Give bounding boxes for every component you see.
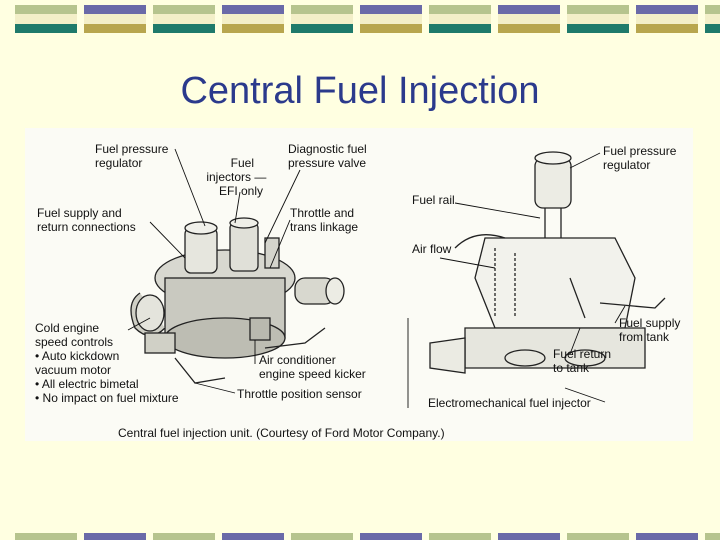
leader-lines	[127, 148, 626, 408]
cutaway-illustration	[429, 151, 666, 374]
stripe-block	[291, 5, 353, 33]
slide-title: Central Fuel Injection	[180, 70, 540, 112]
top-decorative-stripes	[0, 5, 720, 33]
label-fuel-rail: Fuel rail	[412, 193, 455, 207]
stripe-block	[153, 533, 215, 540]
stripe-block	[567, 533, 629, 540]
stripe-block	[360, 533, 422, 540]
stripe-block	[498, 533, 560, 540]
stripe-block	[498, 5, 560, 33]
label-ac-kicker: Air conditioner engine speed kicker	[259, 353, 366, 381]
label-air-flow: Air flow	[412, 242, 452, 256]
diagram-drawing: Fuel pressure regulator Fuel injectors —…	[35, 142, 684, 440]
stripe-block	[15, 533, 77, 540]
stripe-block	[705, 5, 720, 33]
fuel-injection-diagram: Fuel pressure regulator Fuel injectors —…	[25, 128, 693, 441]
label-fuel-return: Fuel return to tank	[553, 347, 614, 375]
figure-caption: Central fuel injection unit. (Courtesy o…	[118, 426, 445, 440]
label-supply-return: Fuel supply and return connections	[37, 206, 136, 234]
stripe-block	[222, 5, 284, 33]
stripe-block	[291, 533, 353, 540]
label-fuel-pressure-regulator-right: Fuel pressure regulator	[603, 144, 680, 172]
label-throttle-position-sensor: Throttle position sensor	[237, 387, 362, 401]
stripe-block	[567, 5, 629, 33]
label-electromechanical-injector: Electromechanical fuel injector	[428, 396, 591, 410]
label-fuel-pressure-regulator-left: Fuel pressure regulator	[95, 142, 172, 170]
stripe-block	[429, 533, 491, 540]
stripe-block	[153, 5, 215, 33]
stripe-block	[636, 533, 698, 540]
stripe-block	[15, 5, 77, 33]
label-fuel-supply: Fuel supply from tank	[619, 316, 684, 344]
label-diagnostic-valve: Diagnostic fuel pressure valve	[288, 142, 370, 170]
stripe-block	[429, 5, 491, 33]
stripe-block	[705, 533, 720, 540]
stripe-block	[84, 5, 146, 33]
stripe-block	[636, 5, 698, 33]
label-cold-engine: Cold engine speed controls • Auto kickdo…	[35, 321, 179, 405]
stripe-block	[360, 5, 422, 33]
bottom-decorative-stripes	[0, 533, 720, 540]
label-throttle-linkage: Throttle and trans linkage	[290, 206, 358, 234]
stripe-block	[222, 533, 284, 540]
label-fuel-injectors: Fuel injectors — EFI only	[206, 156, 269, 198]
throttle-body-illustration	[130, 217, 345, 384]
stripe-block	[84, 533, 146, 540]
